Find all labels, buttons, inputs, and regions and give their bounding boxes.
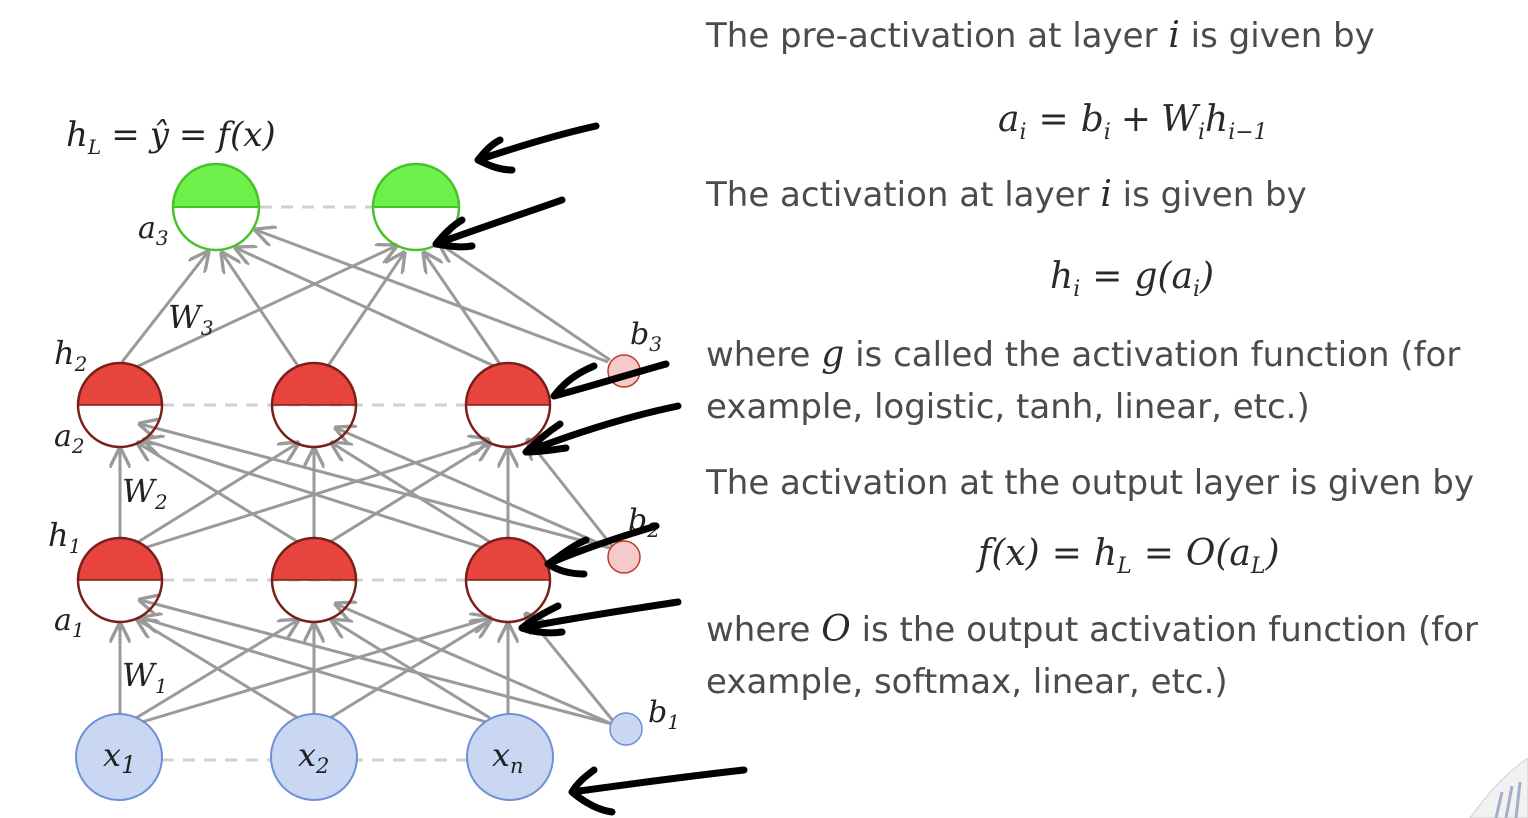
ink-arrow-output-2 <box>432 196 566 251</box>
ink-arrow-output-1 <box>474 122 600 174</box>
equation-activation: hi=g(ai) <box>1050 256 1214 302</box>
ink-arrow-h2 <box>550 360 670 400</box>
text-line-2: The activation at layer i is given by <box>705 174 1307 215</box>
input-label-x1: x1 <box>103 736 136 779</box>
hidden1-neuron-3 <box>464 536 552 624</box>
input-neuron-2 <box>270 713 358 801</box>
hidden2-neuron-2 <box>270 361 358 449</box>
input-label-xn: xn <box>492 736 524 778</box>
text-line-3: where g is called the activation functio… <box>706 334 1460 375</box>
hidden1-neuron-1 <box>76 536 164 624</box>
hidden1-neuron-2 <box>270 536 358 624</box>
bias-neuron-b2 <box>607 540 641 574</box>
equation-output: f(x)=hL=O(aL) <box>975 533 1280 579</box>
text-line-6: where O is the output activation functio… <box>706 609 1478 650</box>
input-neuron-n <box>466 713 554 801</box>
label-h2: h2 <box>54 334 87 376</box>
text-line-1: The pre-activation at layer i is given b… <box>705 15 1375 56</box>
edges-w2 <box>120 424 614 550</box>
label-h1: h1 <box>48 516 81 558</box>
label-W1: W1 <box>122 656 168 698</box>
label-W2: W2 <box>122 472 168 514</box>
label-b1: b1 <box>648 695 680 734</box>
label-W3: W3 <box>168 298 214 340</box>
hidden2-neuron-3 <box>464 361 552 449</box>
input-neuron-1 <box>75 713 163 801</box>
text-line-5: The activation at the output layer is gi… <box>705 463 1474 503</box>
output-neuron-1 <box>171 162 261 252</box>
hidden2-neuron-1 <box>76 361 164 449</box>
equation-preactivation: ai=bi+Wihi−1 <box>998 99 1268 145</box>
input-label-x2: x2 <box>298 736 329 778</box>
ink-arrow-h1 <box>544 522 660 578</box>
ink-arrow-a2 <box>522 402 682 456</box>
label-a3: a3 <box>138 211 169 250</box>
ink-annotations <box>432 122 748 816</box>
label-a2: a2 <box>54 419 85 458</box>
label-a1: a1 <box>54 603 85 642</box>
edges-w1 <box>120 600 616 726</box>
output-formula: hL=ŷ=f(x) <box>66 115 276 159</box>
text-line-4: example, logistic, tanh, linear, etc.) <box>706 387 1310 427</box>
label-b3: b3 <box>630 317 662 356</box>
edges-w3 <box>120 230 611 370</box>
bias-neuron-b1 <box>609 712 643 746</box>
page-curl-lines <box>1494 781 1522 818</box>
text-line-7: example, softmax, linear, etc.) <box>706 662 1228 702</box>
ink-arrow-a1 <box>518 598 682 637</box>
ink-arrow-input <box>568 766 748 816</box>
